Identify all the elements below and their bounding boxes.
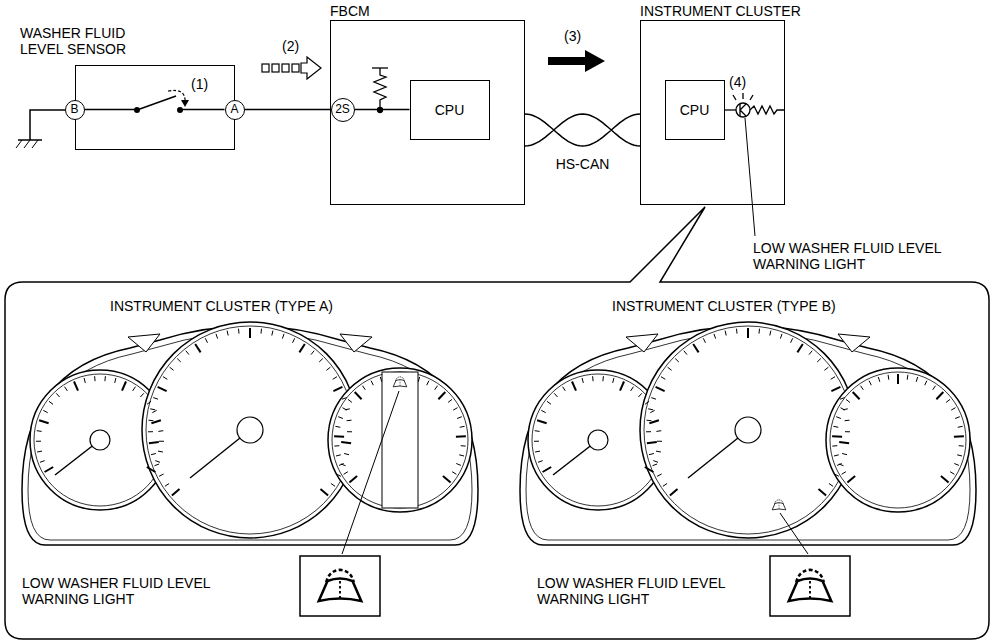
can-bus-wire — [525, 114, 640, 146]
can-arrow — [548, 50, 605, 72]
module-box: FBCM2SCPU — [330, 20, 525, 205]
terminal-circle: 2S — [331, 98, 355, 122]
box-label: CPU — [680, 102, 710, 118]
signal-arrow — [262, 57, 321, 79]
box-heading: INSTRUMENT CLUSTER — [640, 3, 940, 19]
signal-wire — [355, 109, 410, 111]
box-label: CPU — [435, 102, 465, 118]
cluster-a-extras — [300, 372, 418, 616]
terminal-circle: B — [65, 100, 85, 120]
cluster-illustration — [22, 322, 478, 545]
cluster-illustration — [520, 322, 976, 545]
panel-label: INSTRUMENT CLUSTER (TYPE A) — [110, 298, 430, 314]
callout-bubble — [5, 207, 989, 639]
callout-number: (3) — [563, 28, 582, 44]
terminal-label: A — [230, 103, 238, 116]
cluster-box: INSTRUMENT CLUSTERCPU — [640, 20, 785, 205]
box-heading: FBCM — [330, 3, 490, 19]
box-heading: WASHER FLUID LEVEL SENSOR — [20, 25, 160, 57]
panel-label: LOW WASHER FLUID LEVEL WARNING LIGHT — [537, 575, 752, 607]
callout-number: (1) — [190, 76, 209, 92]
panel-label: LOW WASHER FLUID LEVEL WARNING LIGHT — [22, 575, 237, 607]
terminal-label: 2S — [335, 103, 350, 116]
cluster-b-extras — [770, 500, 850, 616]
cpu-box: CPU — [665, 80, 725, 140]
signal-wire — [85, 109, 225, 111]
ground-wire — [16, 110, 65, 148]
panel-label: INSTRUMENT CLUSTER (TYPE B) — [612, 298, 932, 314]
callout-panel: INSTRUMENT CLUSTER (TYPE A) INSTRUMENT CL… — [5, 282, 989, 639]
cpu-box: CPU — [410, 80, 490, 140]
callout-number: (2) — [281, 38, 300, 54]
signal-wire — [245, 109, 331, 111]
sensor-housing: WASHER FLUID LEVEL SENSORBA — [75, 65, 235, 150]
warning-lamp — [725, 93, 785, 236]
terminal-label: B — [70, 103, 78, 116]
pull-up-resistor — [372, 68, 388, 113]
part-name: LOW WASHER FLUID LEVEL WARNING LIGHT — [752, 240, 969, 272]
callout-number: (4) — [728, 74, 747, 90]
terminal-circle: A — [225, 100, 245, 120]
bus-label: HS-CAN — [554, 156, 612, 172]
